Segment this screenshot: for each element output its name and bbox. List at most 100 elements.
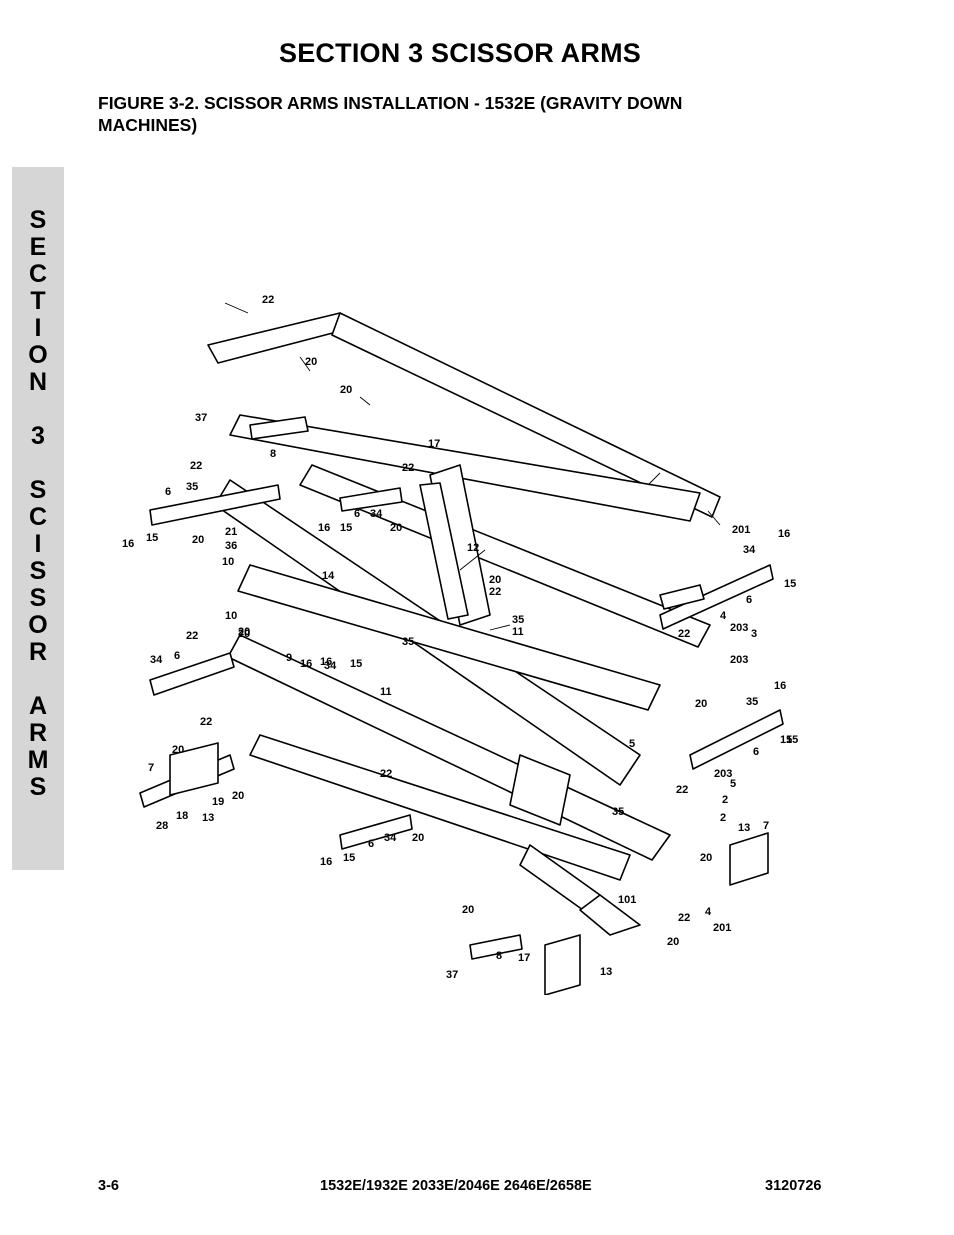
part-callout: 20 [695, 698, 707, 710]
figure-title-line2: MACHINES) [98, 115, 198, 135]
part-callout: 22 [186, 630, 198, 642]
part-callout: 15 [780, 734, 792, 746]
side-tab-letter: I [34, 530, 42, 558]
part-callout: 20 [390, 522, 402, 534]
part-callout: 201 [732, 524, 750, 536]
part-callout: 10 [225, 610, 237, 622]
part-callout: 20 [238, 628, 250, 640]
part-callout: 35 [402, 636, 414, 648]
part-callout: 35 [186, 481, 198, 493]
side-tab-letter: S [29, 584, 47, 612]
part-callout: 20 [412, 832, 424, 844]
side-tab-letter [12, 396, 64, 423]
part-callout: 14 [322, 570, 335, 582]
part-callout: 4 [705, 906, 712, 918]
part-callout: 20 [700, 852, 712, 864]
side-tab-letter: S [29, 476, 47, 504]
side-tab-letter: O [28, 341, 48, 369]
part-callout: 35 [512, 614, 524, 626]
part-callout: 34 [150, 654, 163, 666]
part-callout: 6 [165, 486, 171, 498]
part-callout: 20 [192, 534, 204, 546]
footer-models: 1532E/1932E 2033E/2046E 2646E/2658E [320, 1178, 592, 1194]
part-callout: 7 [148, 762, 154, 774]
part-callout: 16 [320, 656, 332, 668]
part-callout: 37 [195, 412, 207, 424]
part-callout: 6 [174, 650, 180, 662]
part-callout: 16 [300, 658, 312, 670]
part-callout: 34 [743, 544, 756, 556]
side-tab-letter: R [28, 719, 48, 747]
part-callout: 13 [600, 966, 612, 978]
section-title: SECTION 3 SCISSOR ARMS [279, 38, 641, 68]
side-tab-letter: E [29, 233, 47, 261]
part-callout: 15 [786, 734, 798, 746]
side-tab-letter [12, 666, 64, 693]
part-callout: 8 [270, 448, 276, 460]
footer-doc-number: 3120726 [765, 1178, 822, 1194]
part-callout: 22 [678, 912, 690, 924]
part-callout: 22 [402, 462, 414, 474]
part-callout: 19 [212, 796, 224, 808]
part-callout: 20 [305, 356, 317, 368]
side-tab-letter: T [30, 287, 46, 315]
part-callout: 16 [320, 856, 332, 868]
part-callout: 9 [286, 652, 292, 664]
part-callout: 22 [200, 716, 212, 728]
side-tab-letter: S [29, 773, 47, 801]
part-callout: 5 [730, 778, 736, 790]
part-callout: 6 [368, 838, 374, 850]
part-callout: 37 [446, 969, 458, 981]
part-callout: 22 [262, 294, 274, 306]
part-callout: 35 [612, 806, 624, 818]
side-tab-letter: R [28, 638, 48, 666]
part-callout: 18 [176, 810, 188, 822]
figure-title: FIGURE 3-2. SCISSOR ARMS INSTALLATION - … [98, 92, 778, 136]
part-callout: 2 [720, 812, 726, 824]
side-tab-letter [12, 450, 64, 477]
part-callout: 20 [667, 936, 679, 948]
figure-title-line1: FIGURE 3-2. SCISSOR ARMS INSTALLATION - … [98, 93, 683, 113]
side-tab-letter: C [28, 260, 48, 288]
part-callout: 28 [156, 820, 168, 832]
side-tab-letter: M [27, 746, 49, 774]
part-callout: 7 [763, 820, 769, 832]
part-callout: 35 [746, 696, 758, 708]
part-callout: 13 [202, 812, 214, 824]
part-callout: 8 [496, 950, 502, 962]
part-callout: 21 [225, 526, 237, 538]
part-callout: 201 [713, 922, 731, 934]
part-callout: 22 [489, 586, 501, 598]
part-callout: 34 [384, 832, 397, 844]
side-tab-letter: 3 [31, 422, 45, 450]
part-callout: 17 [518, 952, 530, 964]
part-callout: 203 [730, 654, 748, 666]
part-callout: 15 [784, 578, 796, 590]
part-callout: 6 [746, 594, 752, 606]
part-callout: 20 [340, 384, 352, 396]
part-callout: 3 [751, 628, 757, 640]
part-callout: 20 [489, 574, 501, 586]
part-callout: 16 [122, 538, 134, 550]
part-callout: 22 [678, 628, 690, 640]
side-tab-letter: C [28, 503, 48, 531]
part-callout: 10 [222, 556, 234, 568]
side-tab-letter: S [29, 206, 47, 234]
part-callout: 13 [738, 822, 750, 834]
leader-lines [224, 302, 721, 631]
part-callout: 20 [172, 744, 184, 756]
part-callout: 6 [354, 508, 360, 520]
part-callout: 20 [232, 790, 244, 802]
part-callout: 20 [462, 904, 474, 916]
part-callout: 20 [238, 626, 250, 638]
part-callout: 34 [324, 660, 337, 672]
part-callout: 4 [720, 610, 727, 622]
part-callout: 15 [340, 522, 352, 534]
side-tab-letter: S [29, 557, 47, 585]
part-callout: 16 [318, 522, 330, 534]
part-callout: 6 [753, 746, 759, 758]
